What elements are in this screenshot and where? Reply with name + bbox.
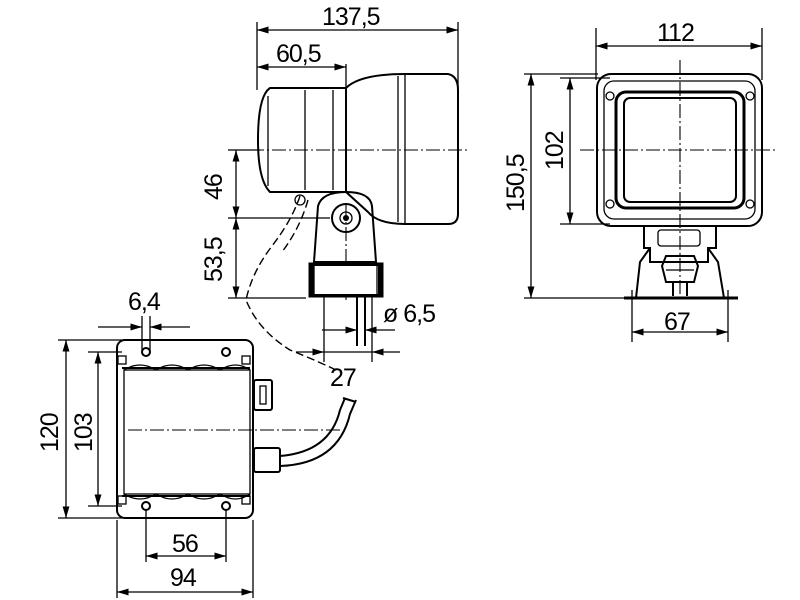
pivot-bolt-outer	[331, 203, 361, 233]
dim-ballast-inner-height: 103	[70, 413, 98, 452]
ballast-view: 6,4 120 103	[36, 288, 357, 598]
dim-hole-spacing: 56	[172, 530, 198, 558]
dim-bolt-diameter: ø 6,5	[383, 300, 435, 328]
dim-lower-height: 53,5	[200, 237, 228, 282]
dim-overall-length: 137,5	[322, 3, 380, 31]
front-nut	[660, 255, 700, 283]
ballast-connector-bottom	[253, 447, 281, 473]
mount-bracket	[312, 190, 378, 263]
dim-lens-height: 102	[541, 131, 569, 170]
dim-front-height: 150,5	[502, 154, 530, 212]
side-view: 137,5 60,5	[200, 3, 470, 392]
dim-head-length: 60,5	[276, 40, 321, 68]
dim-upper-height: 46	[200, 174, 228, 200]
ballast-connector-top	[253, 379, 273, 411]
dim-front-width: 112	[657, 19, 694, 47]
ballast-housing	[116, 339, 254, 519]
front-view: 112 102 150,5	[502, 19, 775, 342]
dim-hole-offset: 6,4	[128, 288, 161, 316]
ballast-cable	[279, 397, 346, 457]
dim-base-width-side: 27	[330, 364, 356, 392]
dim-ballast-width: 94	[170, 564, 197, 592]
lamp-rear-cap	[256, 87, 347, 193]
dim-front-base: 67	[664, 308, 690, 336]
cable-path	[245, 195, 341, 373]
front-mount	[643, 225, 717, 263]
lamp-front-body	[345, 73, 459, 225]
dim-ballast-outer-height: 120	[36, 413, 64, 452]
pivot-bolt-inner	[339, 211, 353, 225]
